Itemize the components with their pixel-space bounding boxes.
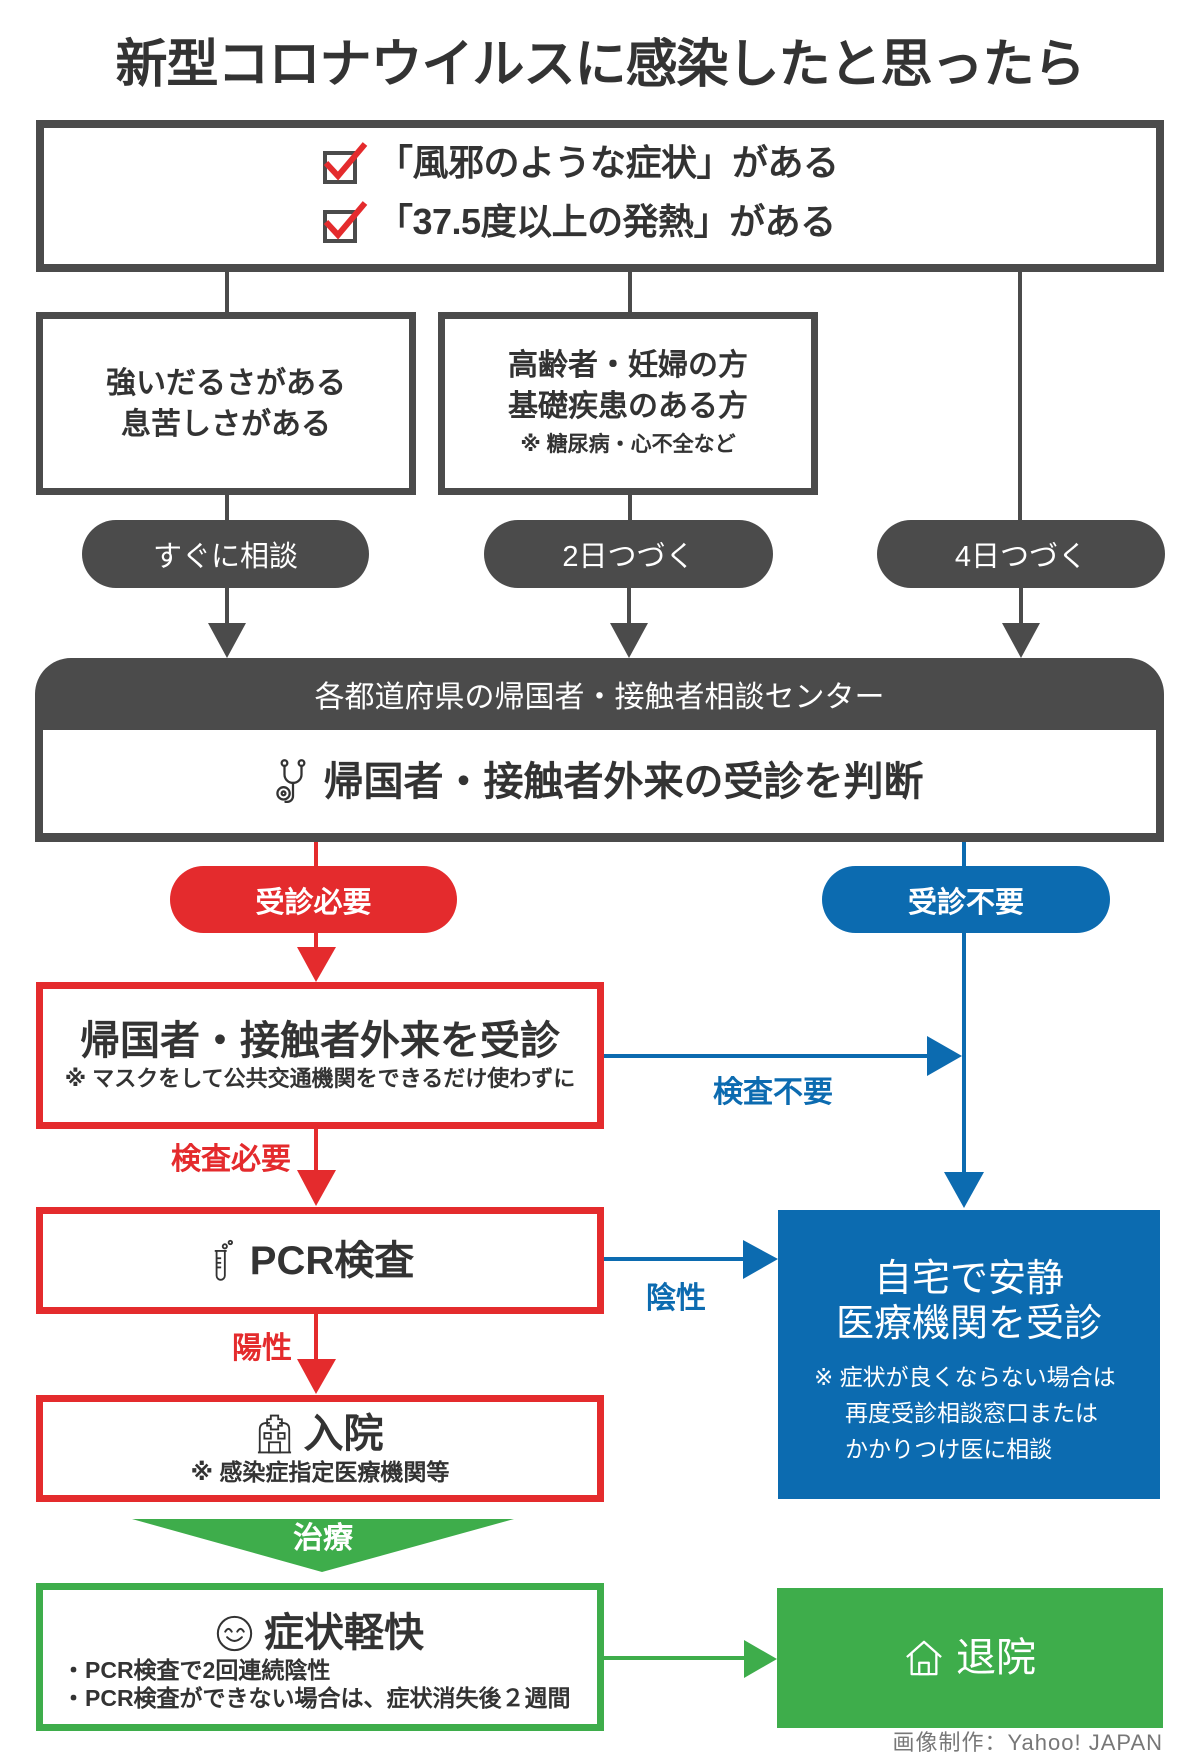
symptoms-box: 「風邪のような症状」がある 「37.5度以上の発熱」がある <box>36 120 1164 272</box>
discharge-box: 退院 <box>777 1588 1163 1728</box>
condition-line: 基礎疾患のある方 <box>508 389 748 423</box>
visit-not-required-pill: 受診不要 <box>822 866 1110 933</box>
page-title: 新型コロナウイルスに感染したと思ったら <box>115 36 1085 94</box>
home-rest-title-line: 自宅で安静 <box>873 1258 1064 1300</box>
consultation-center-header: 各都道府県の帰国者・接触者相談センター <box>314 681 885 714</box>
home-rest-title: 自宅で安静 医療機関を受診 <box>778 1257 1160 1347</box>
arrowhead-down <box>297 947 336 982</box>
symptom-item: 「風邪のような症状」がある <box>321 138 839 188</box>
condition-box-high-risk: 高齢者・妊婦の方 基礎疾患のある方 ※ 糖尿病・心不全など <box>438 312 818 495</box>
consultation-judgment-panel: 帰国者・接触者外来の受診を判断 <box>43 730 1156 833</box>
condition-line: 強いだるさがある <box>106 366 346 400</box>
pcr-test-title: PCR検査 <box>249 1238 415 1283</box>
house-icon <box>906 1640 942 1676</box>
arrowhead-down <box>944 1172 984 1208</box>
stethoscope-icon <box>275 758 305 803</box>
outpatient-visit-title: 帰国者・接触者外来を受診 <box>80 1018 560 1063</box>
consultation-judgment-text: 帰国者・接触者外来の受診を判断 <box>323 759 924 804</box>
duration-pill-immediate: すぐに相談 <box>82 520 369 588</box>
checked-box-icon <box>323 142 368 184</box>
home-rest-note-line: ※ 症状が良くならない場合は <box>814 1364 1116 1390</box>
recovery-bullet: ・PCR検査で2回連続陰性 <box>62 1657 331 1683</box>
home-rest-note: ※ 症状が良くならない場合は 再度受診相談窓口または かかりつけ医に相談 <box>814 1359 1116 1467</box>
discharge-title: 退院 <box>956 1636 1036 1680</box>
pcr-test-box: PCR検査 <box>36 1207 604 1314</box>
recovery-box: 症状軽快 ・PCR検査で2回連続陰性 ・PCR検査ができない場合は、症状消失後２… <box>36 1583 604 1731</box>
treatment-label: 治療 <box>293 1522 353 1555</box>
condition-note: ※ 糖尿病・心不全など <box>520 432 736 456</box>
symptom-text: 「風邪のような症状」がある <box>377 142 839 183</box>
symptom-list: 「風邪のような症状」がある 「37.5度以上の発熱」がある <box>321 138 839 256</box>
condition-line: 高齢者・妊婦の方 <box>508 348 748 382</box>
outpatient-visit-note: ※ マスクをして公共交通機関をできるだけ使わずに <box>64 1065 576 1091</box>
arrowhead-down <box>297 1170 336 1206</box>
condition-line: 息苦しさがある <box>121 407 331 441</box>
duration-pill-4-days: 4日つづく <box>877 520 1165 588</box>
hospitalization-title-row: 入院 <box>257 1411 384 1457</box>
arrowhead-down <box>208 623 246 658</box>
arrowhead-right <box>927 1036 962 1076</box>
hospitalization-box: 入院 ※ 感染症指定医療機関等 <box>36 1395 604 1502</box>
outpatient-visit-box: 帰国者・接触者外来を受診 ※ マスクをして公共交通機関をできるだけ使わずに <box>36 982 604 1129</box>
home-rest-note-line: かかりつけ医に相談 <box>845 1436 1053 1462</box>
arrowhead-down <box>1002 623 1040 658</box>
home-rest-title-line: 医療機関を受診 <box>835 1303 1102 1345</box>
consultation-center-box: 各都道府県の帰国者・接触者相談センター 帰国者・接触者外来の受診を判断 <box>35 658 1164 842</box>
negative-label: 陰性 <box>646 1282 706 1315</box>
arrowhead-down <box>297 1359 336 1394</box>
arrowhead-right <box>743 1240 778 1279</box>
home-rest-note-line: 再度受診相談窓口または <box>845 1400 1098 1426</box>
arrowhead-right <box>744 1640 777 1678</box>
positive-label: 陽性 <box>232 1332 292 1365</box>
arrowhead-down <box>610 623 648 658</box>
test-not-required-label: 検査不要 <box>713 1076 833 1109</box>
recovery-title-row: 症状軽快 <box>43 1610 597 1656</box>
smiley-icon <box>216 1615 253 1651</box>
symptom-text: 「37.5度以上の発熱」がある <box>377 201 836 242</box>
recovery-bullet: ・PCR検査ができない場合は、症状消失後２週間 <box>62 1685 571 1711</box>
test-tube-icon <box>214 1239 233 1281</box>
hospitalization-note: ※ 感染症指定医療機関等 <box>190 1458 450 1485</box>
condition-box-severe: 強いだるさがある 息苦しさがある <box>36 312 416 495</box>
hospitalization-title: 入院 <box>303 1411 384 1456</box>
image-credit: 画像制作：Yahoo! JAPAN <box>892 1730 1163 1755</box>
visit-required-pill: 受診必要 <box>170 866 457 933</box>
recovery-criteria: ・PCR検査で2回連続陰性 ・PCR検査ができない場合は、症状消失後２週間 <box>62 1656 571 1712</box>
hospital-icon <box>257 1414 291 1453</box>
test-required-label: 検査必要 <box>171 1143 291 1176</box>
recovery-title: 症状軽快 <box>264 1611 424 1655</box>
checked-box-icon <box>323 201 368 243</box>
home-rest-box: 自宅で安静 医療機関を受診 ※ 症状が良くならない場合は 再度受診相談窓口または… <box>778 1210 1160 1499</box>
symptom-item: 「37.5度以上の発熱」がある <box>321 197 839 247</box>
duration-pill-2-days: 2日つづく <box>484 520 773 588</box>
